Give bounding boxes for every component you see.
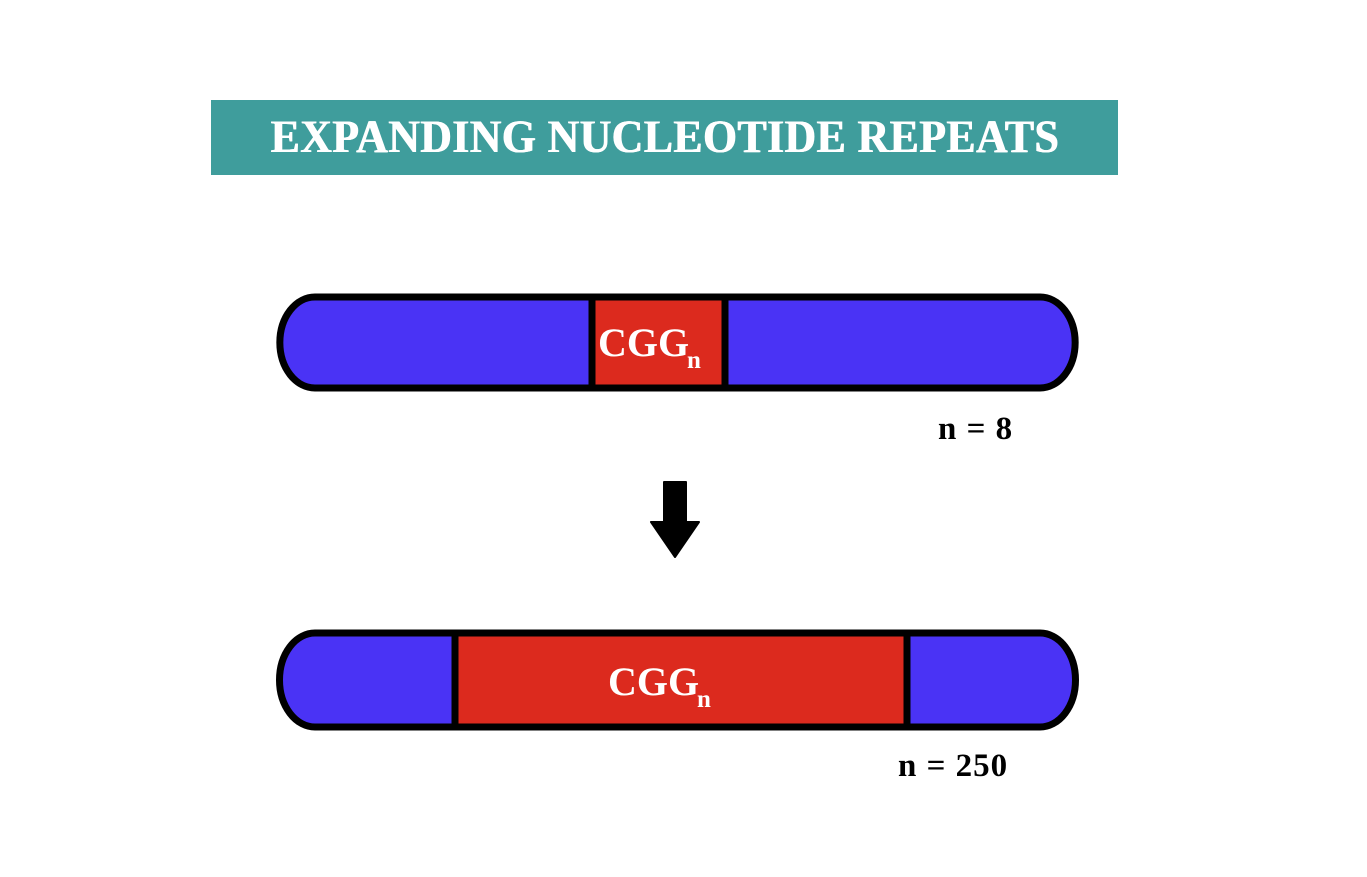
strand-normal-allele: CGG n <box>276 290 1079 395</box>
repeat-label-main: CGG <box>608 659 699 704</box>
segment-repeat-tract <box>451 629 911 731</box>
segment-repeat-tract <box>588 293 729 392</box>
page-title: EXPANDING NUCLEOTIDE REPEATS <box>270 111 1059 163</box>
strand-expanded-allele-svg: CGG n <box>275 629 1080 731</box>
repeat-label-subscript: n <box>697 686 711 713</box>
segment-right-flank <box>721 293 1079 392</box>
segment-right-flank <box>903 629 1080 731</box>
expansion-arrow-container <box>645 480 705 560</box>
strand-normal-allele-svg: CGG n <box>276 293 1079 392</box>
title-banner: EXPANDING NUCLEOTIDE REPEATS <box>211 100 1118 175</box>
repeat-count-label-normal: n = 8 <box>938 411 1014 447</box>
repeat-label-subscript: n <box>687 347 701 374</box>
segment-left-flank <box>275 629 459 731</box>
arrow-down-icon <box>650 481 700 558</box>
strand-expanded-allele: CGG n <box>275 626 1080 734</box>
repeat-count-label-expanded: n = 250 <box>898 748 1009 784</box>
repeat-label-main: CGG <box>598 320 689 365</box>
segment-left-flank <box>276 293 596 392</box>
